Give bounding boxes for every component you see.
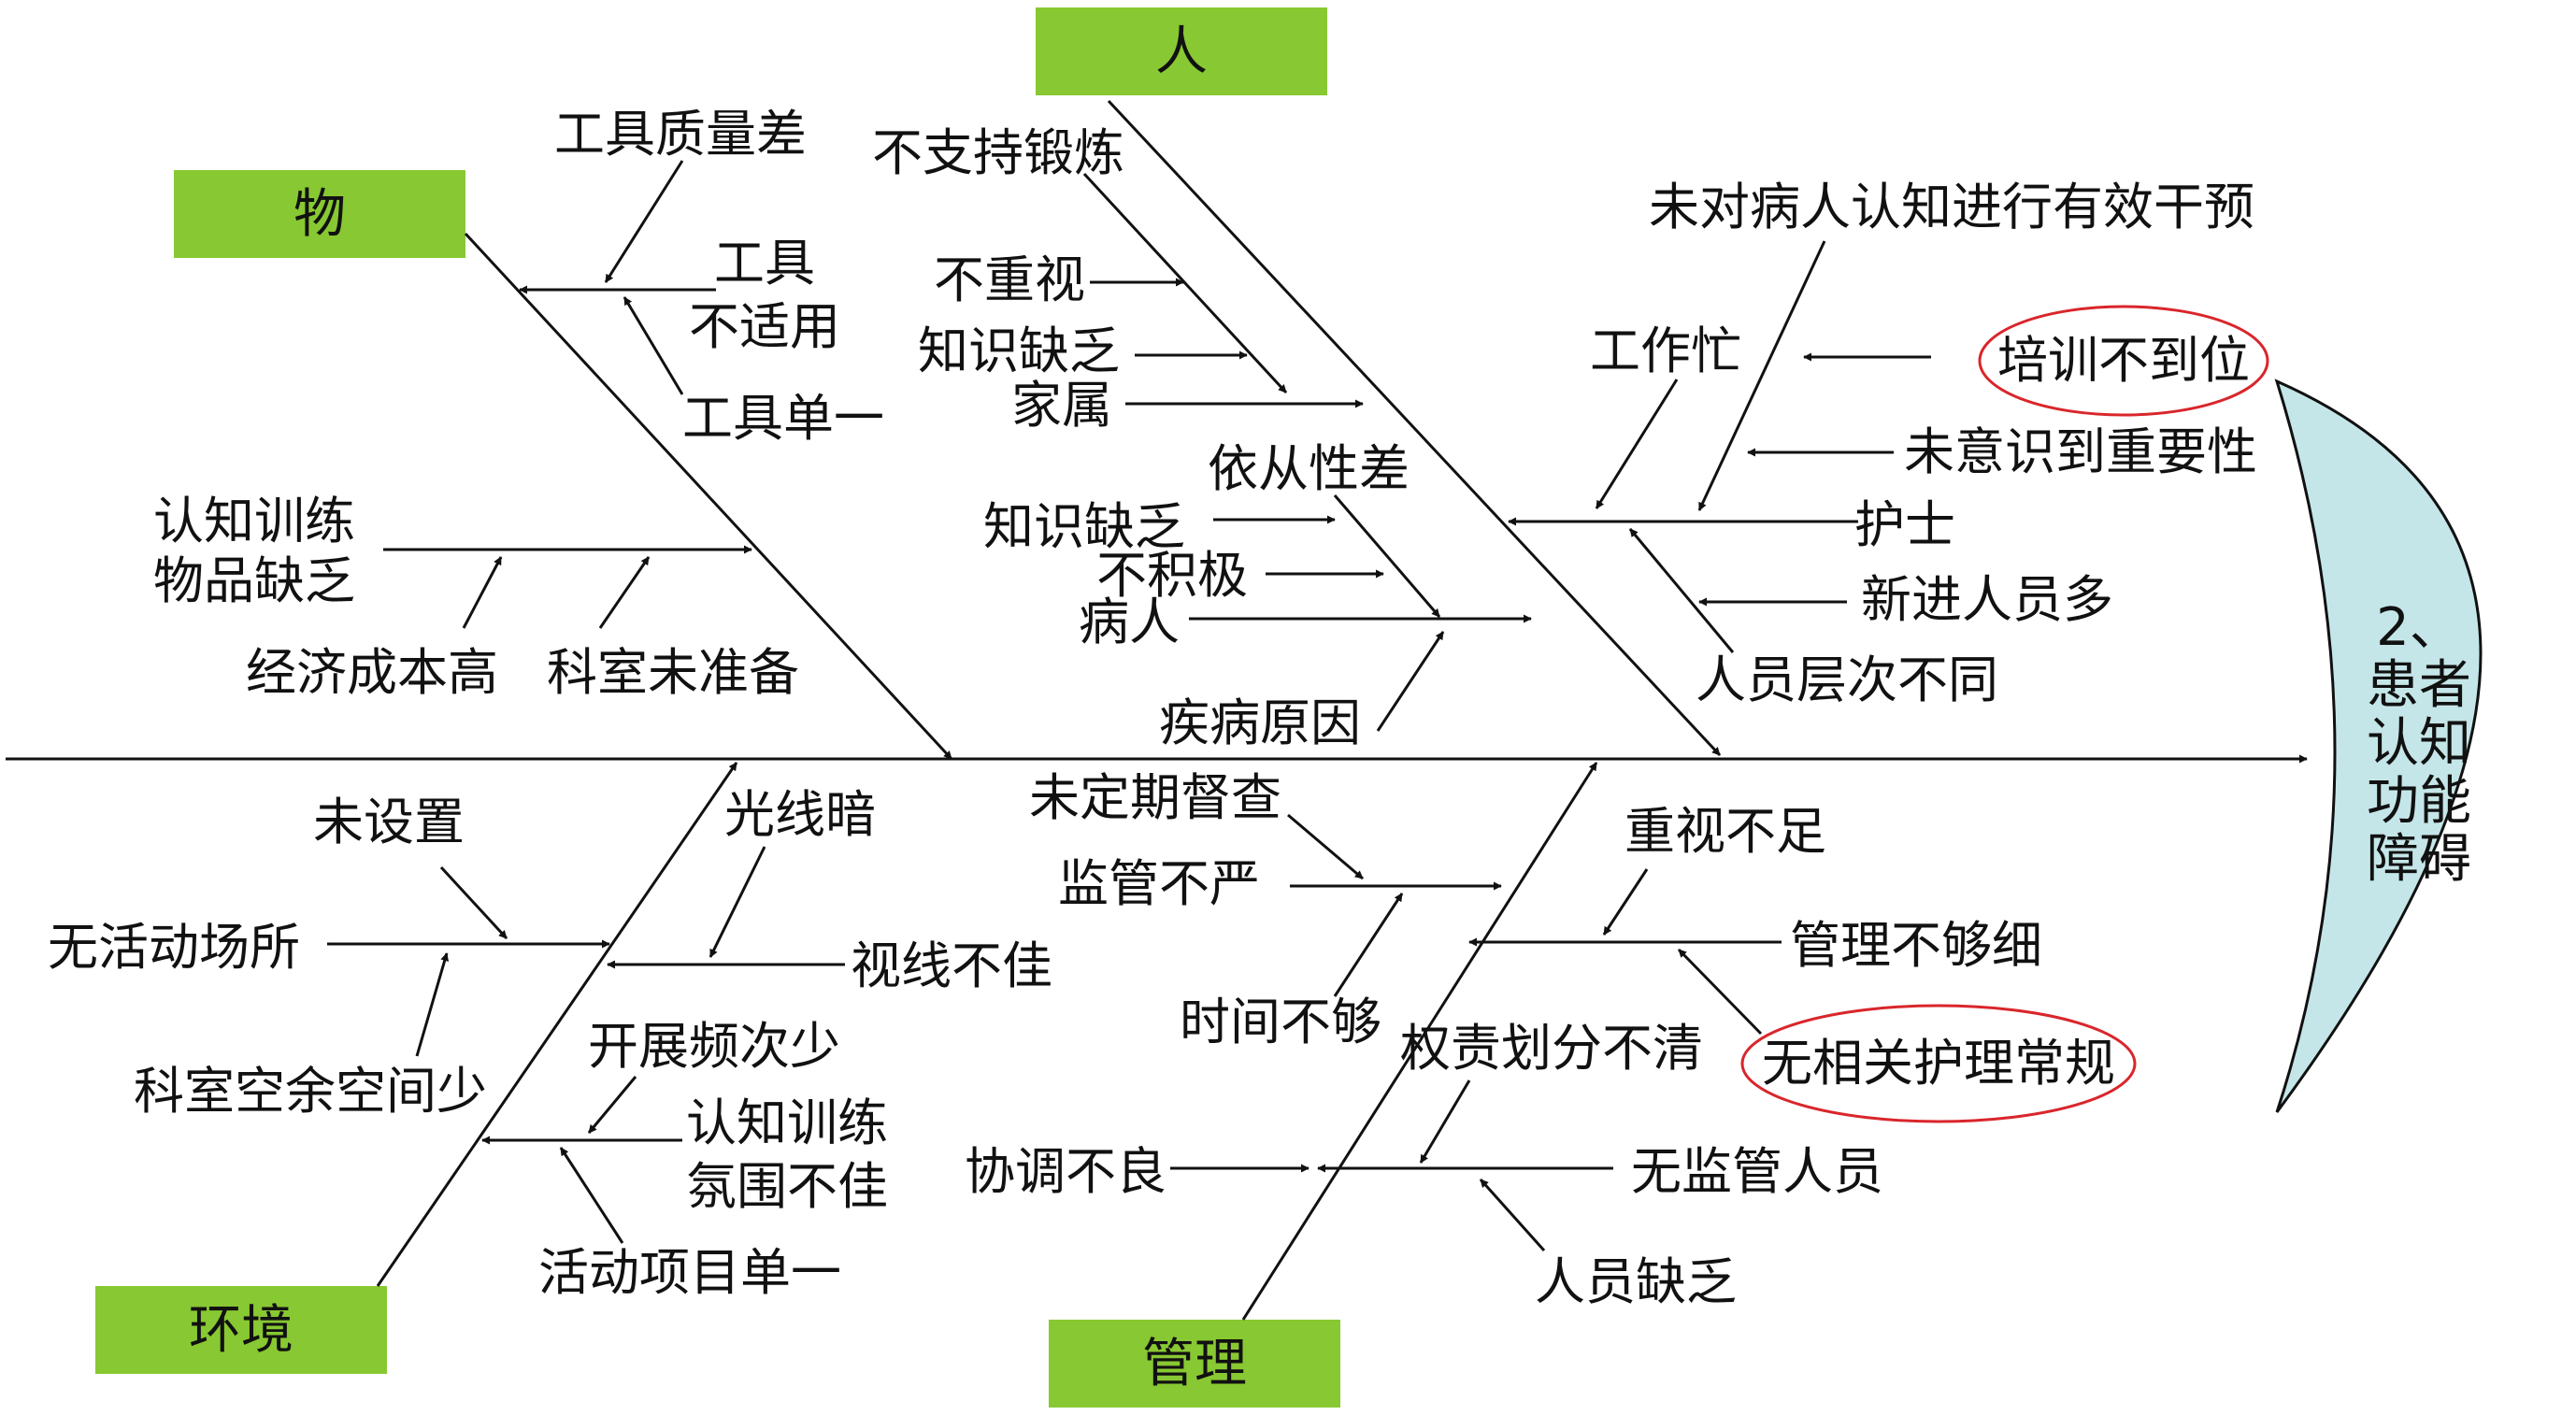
cause-patient: 病人 <box>1079 593 1180 651</box>
cause-not-enough-time: 时间不够 <box>1180 993 1381 1051</box>
cause-not-aware-importance: 未意识到重要性 <box>1904 422 2257 481</box>
arrow-not-set <box>439 865 508 940</box>
cause-many-new-staff: 新进人员多 <box>1861 570 2113 629</box>
head-line-2: 患者 <box>2367 655 2471 716</box>
category-label-guanli: 管理 <box>1142 1334 1247 1394</box>
cause-poor-compliance: 依从性差 <box>1208 439 1410 498</box>
category-label-wu: 物 <box>293 184 346 245</box>
category-box-huanjing <box>95 1286 387 1374</box>
cause-no-supervisor: 无监管人员 <box>1631 1142 1883 1201</box>
arrow-poor-compliance <box>1333 494 1441 618</box>
arrow-no-nursing-routine <box>1677 948 1763 1036</box>
cause-dept-space-small: 科室空余空间少 <box>134 1062 487 1121</box>
category-label-huanjing: 环境 <box>189 1300 293 1361</box>
arrow-busy-work <box>1595 379 1679 509</box>
cause-training-insufficient: 培训不到位 <box>1997 331 2250 390</box>
arrow-no-regular-supervision <box>1287 813 1364 880</box>
head-line-5: 障碍 <box>2367 829 2471 890</box>
bone-huanjing <box>376 762 738 1287</box>
cause-tool-quality: 工具质量差 <box>554 105 807 164</box>
head-shape <box>2274 379 2483 1113</box>
highlight-circle-routine <box>1740 1004 2137 1123</box>
cause-staff-levels-differ: 人员层次不同 <box>1696 650 1998 709</box>
cause-dim-light: 光线暗 <box>724 785 876 844</box>
cause-unclear-responsibility: 权责划分不清 <box>1400 1019 1703 1078</box>
cause-family: 家属 <box>1011 376 1112 435</box>
arrow-dept-unprepared <box>598 556 651 629</box>
cause-training-items-1: 认知训练 <box>153 492 355 550</box>
cause-management-not-detailed: 管理不够细 <box>1790 916 2042 975</box>
cause-no-support-exercise: 不支持锻炼 <box>872 123 1124 182</box>
cause-atmosphere-1: 认知训练 <box>686 1093 888 1152</box>
cause-staff-shortage: 人员缺乏 <box>1535 1252 1737 1311</box>
cause-not-valued: 不重视 <box>934 250 1085 309</box>
arrow-tool-quality <box>604 160 684 283</box>
category-box-wu <box>174 170 465 258</box>
cause-no-effective-intervention: 未对病人认知进行有效干预 <box>1649 178 2254 236</box>
arrow-single-activity <box>559 1147 624 1244</box>
arrow-disease-cause <box>1376 631 1445 732</box>
cause-not-set: 未设置 <box>313 793 465 851</box>
arrow-no-effective-intervention <box>1697 240 1826 511</box>
arrow-economic-cost <box>462 556 503 629</box>
head-label: 2、 患者 认知 功能 障碍 <box>2367 597 2471 890</box>
cause-poor-vision: 视线不佳 <box>851 936 1052 995</box>
cause-tool-unsuitable-2: 不适用 <box>689 297 840 356</box>
head-line-3: 认知 <box>2367 713 2471 774</box>
category-box-ren <box>1036 7 1327 95</box>
cause-dept-unprepared: 科室未准备 <box>547 643 799 702</box>
arrow-staff-shortage <box>1479 1178 1546 1252</box>
cause-atmosphere-2: 氛围不佳 <box>686 1157 888 1216</box>
cause-knowledge-lack-patient: 知识缺乏 <box>983 497 1185 556</box>
arrow-no-support-exercise <box>1082 172 1288 394</box>
cause-lax-supervision: 监管不严 <box>1058 854 1260 913</box>
cause-disease-cause: 疾病原因 <box>1159 693 1361 752</box>
arrow-dept-space-small <box>415 952 450 1057</box>
cause-insufficient-attention: 重视不足 <box>1624 802 1826 861</box>
cause-no-regular-supervision: 未定期督查 <box>1029 768 1281 827</box>
head-line-1: 2、 <box>2376 597 2462 658</box>
highlight-circle-training <box>1978 305 2269 417</box>
category-box-guanli <box>1049 1320 1340 1408</box>
arrow-not-enough-time <box>1333 893 1404 997</box>
arrow-frequency-low <box>587 1076 637 1134</box>
bone-ren <box>1107 99 1722 757</box>
cause-economic-cost: 经济成本高 <box>246 643 498 702</box>
arrow-staff-levels-differ <box>1628 528 1735 653</box>
cause-not-active: 不积极 <box>1096 546 1248 605</box>
bone-wu <box>464 232 953 761</box>
cause-training-items-2: 物品缺乏 <box>153 551 355 610</box>
cause-knowledge-lack-family: 知识缺乏 <box>918 322 1120 380</box>
arrow-tool-single <box>623 296 684 395</box>
bone-guanli <box>1241 762 1598 1321</box>
cause-poor-coordination: 协调不良 <box>965 1142 1166 1201</box>
cause-frequency-low: 开展频次少 <box>588 1017 840 1076</box>
cause-nurse: 护士 <box>1854 495 1955 554</box>
category-label-ren: 人 <box>1155 21 1208 82</box>
arrow-insufficient-attention <box>1602 868 1649 936</box>
cause-no-activity-place: 无活动场所 <box>48 918 300 977</box>
cause-tool-single: 工具单一 <box>682 389 884 448</box>
arrow-dim-light <box>708 846 766 958</box>
cause-tool-unsuitable-1: 工具 <box>714 234 815 293</box>
cause-single-activity: 活动项目单一 <box>538 1243 841 1302</box>
head-line-4: 功能 <box>2367 771 2471 832</box>
cause-busy-work: 工作忙 <box>1590 322 1741 380</box>
cause-no-nursing-routine: 无相关护理常规 <box>1762 1034 2115 1093</box>
arrow-unclear-responsibility <box>1419 1079 1471 1164</box>
